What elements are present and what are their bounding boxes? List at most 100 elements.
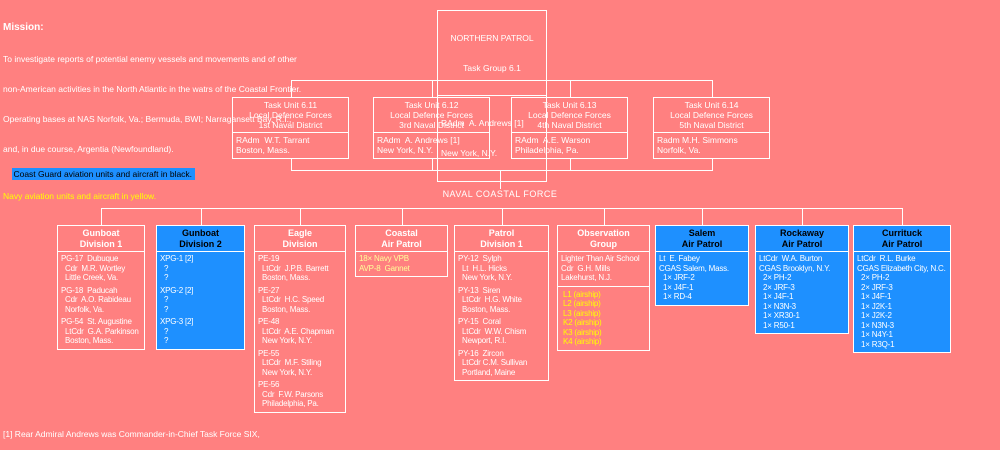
- unit-section: L1 (airship) L2 (airship) L3 (airship) K…: [561, 290, 649, 347]
- task-unit-title-line: Task Unit 6.14: [684, 100, 739, 110]
- unit-entry-line: XPG-3 [2]: [160, 317, 194, 326]
- unit-entry-line: PY-16 Zircon: [458, 348, 504, 358]
- unit-entry-line: Lt E. Fabey: [659, 254, 700, 263]
- unit-entry-line: Boston, Mass.: [61, 336, 114, 345]
- task-unit-title-line: Local Defence Forces: [528, 110, 611, 120]
- unit-entry-line: K2 (airship): [561, 318, 602, 327]
- unit-entry-line: Norfolk, Va.: [61, 304, 104, 314]
- unit-content: XPG-1 [2] ? ?XPG-2 [2] ? ?XPG-3 [2] ? ?: [157, 252, 244, 349]
- mission-block: Mission: To investigate reports of poten…: [3, 2, 301, 221]
- unit-entry-line: ?: [160, 326, 169, 336]
- unit-entry-line: Cdr M.R. Wortley: [61, 263, 126, 273]
- unit-entry-line: 2× PH-2: [759, 273, 792, 282]
- divider-line: [756, 251, 848, 252]
- unit-title-line: Division: [282, 238, 318, 249]
- unit-entry-line: K3 (airship): [561, 327, 602, 337]
- unit-entry-line: Lt H.L. Hicks: [458, 263, 507, 273]
- task-unit-title-line: 5th Naval District: [679, 120, 744, 130]
- unit-entry-line: L1 (airship): [561, 289, 601, 299]
- unit-entry: L1 (airship) L2 (airship) L3 (airship) K…: [561, 290, 649, 347]
- unit-entry-line: PG-17 Dubuque: [61, 254, 119, 263]
- unit-title-line: Division 2: [179, 238, 222, 249]
- unit-entry-line: L2 (airship): [561, 299, 601, 308]
- unit-title-line: Eagle: [287, 228, 312, 238]
- unit-entry-line: LtCdr C.M. Sullivan: [458, 358, 528, 367]
- unit-entry-line: 2× JRF-3: [759, 282, 795, 292]
- connector-line: [604, 208, 605, 225]
- unit-entry-line: 2× JRF-3: [857, 282, 893, 292]
- unit-entry-line: Cdr F.W. Parsons: [258, 389, 324, 399]
- task-unit-officer-line: Philadelphia, Pa.: [515, 145, 579, 155]
- divider-line: [455, 251, 548, 252]
- connector-line: [712, 159, 713, 170]
- unit-entry-line: CGAS Brooklyn, N.Y.: [759, 263, 831, 273]
- divider-line: [356, 251, 447, 252]
- unit-entry-line: LtCdr M.F. Stiling: [258, 358, 322, 367]
- unit-entry: PG-17 Dubuque Cdr M.R. Wortley Little Cr…: [61, 254, 144, 283]
- unit-entry-line: Boston, Mass.: [258, 273, 311, 282]
- unit-title-line: Group: [590, 238, 617, 249]
- connector-line: [291, 170, 713, 171]
- unit-entry-line: K4 (airship): [561, 337, 602, 346]
- unit-entry-line: CGAS Elizabeth City, N.C.: [857, 263, 946, 273]
- connector-line: [702, 208, 703, 225]
- root-title-line: Task Group 6.1: [463, 63, 521, 73]
- unit-entry-line: PE-48: [258, 317, 280, 326]
- unit-entry-line: 2× PH-2: [857, 273, 890, 282]
- unit-content: PG-17 Dubuque Cdr M.R. Wortley Little Cr…: [58, 252, 144, 349]
- task-unit-officer-line: RAdm A.E. Warson: [515, 135, 591, 145]
- unit-entry: PE-56 Cdr F.W. Parsons Philadelphia, Pa.: [258, 380, 345, 409]
- root-officer-line: RAdm A. Andrews [1]: [441, 118, 524, 128]
- connector-line: [712, 80, 713, 97]
- unit-content: PE-19 LtCdr J.P.B. Barrett Boston, Mass.…: [255, 252, 345, 412]
- unit-entry-line: Lakehurst, N.J.: [561, 273, 612, 282]
- connector-line: [570, 80, 571, 97]
- unit-title-line: Air Patrol: [881, 238, 923, 249]
- unit-entry: PY-13 Siren LtCdr H.G. White Boston, Mas…: [458, 286, 548, 315]
- unit-title-line: Gunboat: [82, 228, 120, 238]
- unit-entry-line: LtCdr J.P.B. Barrett: [258, 263, 329, 273]
- divider-line: [157, 251, 244, 252]
- unit-entry-line: Philadelphia, Pa.: [258, 399, 319, 408]
- task-unit-officer-line: New York, N.Y.: [377, 145, 434, 155]
- unit-entry-line: ?: [160, 336, 169, 345]
- unit-entry-line: Portland, Maine: [458, 367, 516, 377]
- divider-line: [374, 132, 489, 133]
- unit-entry-line: L3 (airship): [561, 308, 601, 318]
- unit-entry-line: PG-18 Paducah: [61, 285, 118, 295]
- unit-title-line: Division 1: [480, 238, 523, 249]
- unit-entry-line: ?: [160, 295, 169, 304]
- connector-line: [502, 208, 503, 225]
- unit-entry-line: 18× Navy VPB: [359, 254, 409, 263]
- unit-entry: XPG-3 [2] ? ?: [160, 317, 244, 346]
- mission-line: non-American activities in the North Atl…: [3, 84, 302, 94]
- connector-line: [291, 80, 292, 97]
- unit-entry-line: 1× N3N-3: [759, 301, 796, 311]
- unit-entry-line: PY-13 Siren: [458, 285, 501, 295]
- divider-line: [854, 251, 950, 252]
